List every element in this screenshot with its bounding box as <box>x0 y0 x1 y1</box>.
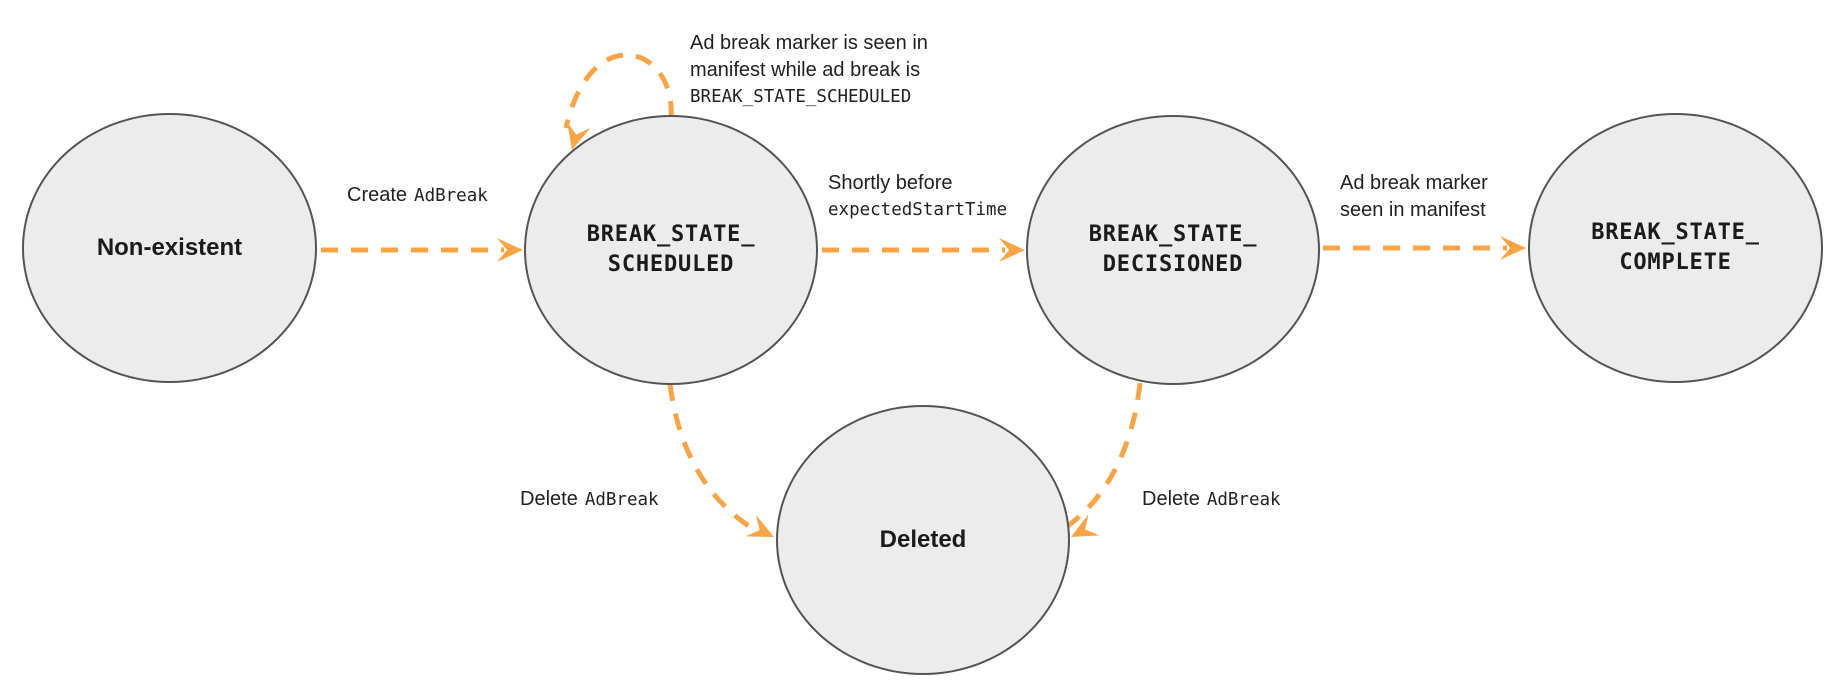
state-label-scheduled-line2: SCHEDULED <box>607 252 735 277</box>
edge-label-delete-right-text: Delete <box>1142 488 1200 510</box>
edge-label-delete-adbreak-left: Delete AdBreak <box>520 486 659 514</box>
state-node-deleted: Deleted <box>776 405 1070 675</box>
state-node-break-state-complete: BREAK_STATE_ COMPLETE <box>1528 113 1823 383</box>
arrowhead-delete-right-icon <box>1071 514 1100 537</box>
state-label-deleted: Deleted <box>879 526 967 553</box>
edge-label-create-code: AdBreak <box>414 186 488 206</box>
edge-label-create-adbreak: Create AdBreak <box>347 182 488 210</box>
edge-label-marker-seen: Ad break marker seen in manifest <box>1340 170 1488 224</box>
state-node-break-state-scheduled: BREAK_STATE_ SCHEDULED <box>524 115 818 385</box>
edge-label-delete-right-code: AdBreak <box>1206 490 1281 510</box>
arrow-self-loop-line <box>563 52 674 129</box>
edge-label-shortly-before: Shortly before expectedStartTime <box>828 170 1007 224</box>
edge-label-delete-adbreak-right: Delete AdBreak <box>1142 486 1281 514</box>
state-label-decisioned-line1: BREAK_STATE_ <box>1088 222 1258 247</box>
state-label-decisioned-line2: DECISIONED <box>1102 252 1244 277</box>
edge-label-shortly-before-code: expectedStartTime <box>828 200 1008 220</box>
edge-label-marker-seen-line2: seen in manifest <box>1340 199 1486 221</box>
edge-label-marker-seen-line1: Ad break marker <box>1340 172 1488 194</box>
arrow-delete-left-line <box>667 383 757 533</box>
state-label-complete-line1: BREAK_STATE_ <box>1591 220 1760 245</box>
edge-label-self-loop: Ad break marker is seen in manifest whil… <box>690 30 928 111</box>
arrow-delete-right-line <box>1060 382 1143 533</box>
arrowhead-self-loop-icon <box>567 121 591 150</box>
arrowhead-shortly-before-icon <box>999 238 1025 262</box>
state-node-break-state-decisioned: BREAK_STATE_ DECISIONED <box>1026 115 1320 385</box>
edge-label-self-loop-line1: Ad break marker is seen in <box>690 32 928 54</box>
edge-label-create-text: Create <box>347 184 408 206</box>
arrowhead-delete-left-icon <box>745 514 774 537</box>
state-label-scheduled-line1: BREAK_STATE_ <box>586 222 756 247</box>
state-label-non-existent: Non-existent <box>96 234 243 261</box>
edge-label-delete-left-text: Delete <box>520 488 578 510</box>
edge-label-shortly-before-text: Shortly before <box>828 172 953 194</box>
edge-label-self-loop-code: BREAK_STATE_SCHEDULED <box>690 87 912 107</box>
arrowhead-create-icon <box>497 238 523 262</box>
edge-label-self-loop-line2: manifest while ad break is <box>690 59 921 81</box>
edge-label-delete-left-code: AdBreak <box>584 490 659 510</box>
arrowhead-marker-seen-icon <box>1500 236 1526 260</box>
state-label-complete-line2: COMPLETE <box>1619 250 1732 275</box>
state-node-non-existent: Non-existent <box>22 113 317 383</box>
